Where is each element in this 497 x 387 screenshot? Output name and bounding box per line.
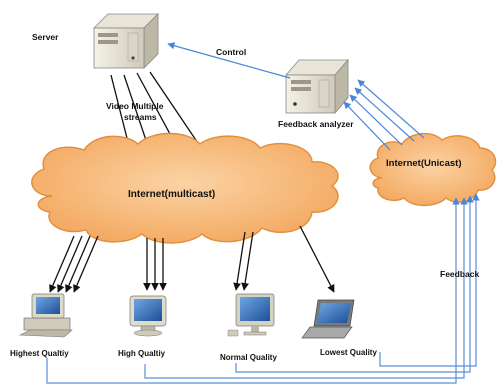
unicast-to-analyzer-arrows — [343, 79, 425, 151]
multicast-cloud-label: Internet(multicast) — [128, 189, 215, 200]
server-icon — [93, 13, 159, 69]
control-label: Control — [216, 47, 246, 57]
unicast-cloud — [369, 133, 497, 207]
server-label: Server — [32, 32, 59, 42]
client-label-lowest: Lowest Quality — [320, 348, 377, 357]
feedback-label: Feedback — [440, 269, 479, 279]
feedback-analyzer-label: Feedback analyzer — [278, 119, 354, 129]
laptop-icon — [301, 299, 355, 339]
feedback-analyzer-icon — [285, 58, 349, 115]
lcd-monitor-icon — [227, 293, 275, 337]
client-label-high: High Qualtiy — [118, 349, 166, 358]
client-label-highest: Highest Qualtiy — [10, 349, 69, 358]
multicast-cloud — [31, 132, 339, 244]
client-label-normal: Normal Quality — [220, 353, 277, 362]
video-streams-label: Video Multiple — [106, 101, 164, 111]
control-arrow — [167, 42, 291, 79]
monitor-icon — [129, 295, 167, 337]
feedback-lines — [46, 193, 480, 384]
multicast-to-clients-arrows — [49, 225, 335, 293]
desktop-computer-icon — [18, 293, 73, 338]
video-streams-label-line2: streams — [124, 112, 157, 122]
unicast-cloud-label: Internet(Unicast) — [386, 158, 461, 169]
